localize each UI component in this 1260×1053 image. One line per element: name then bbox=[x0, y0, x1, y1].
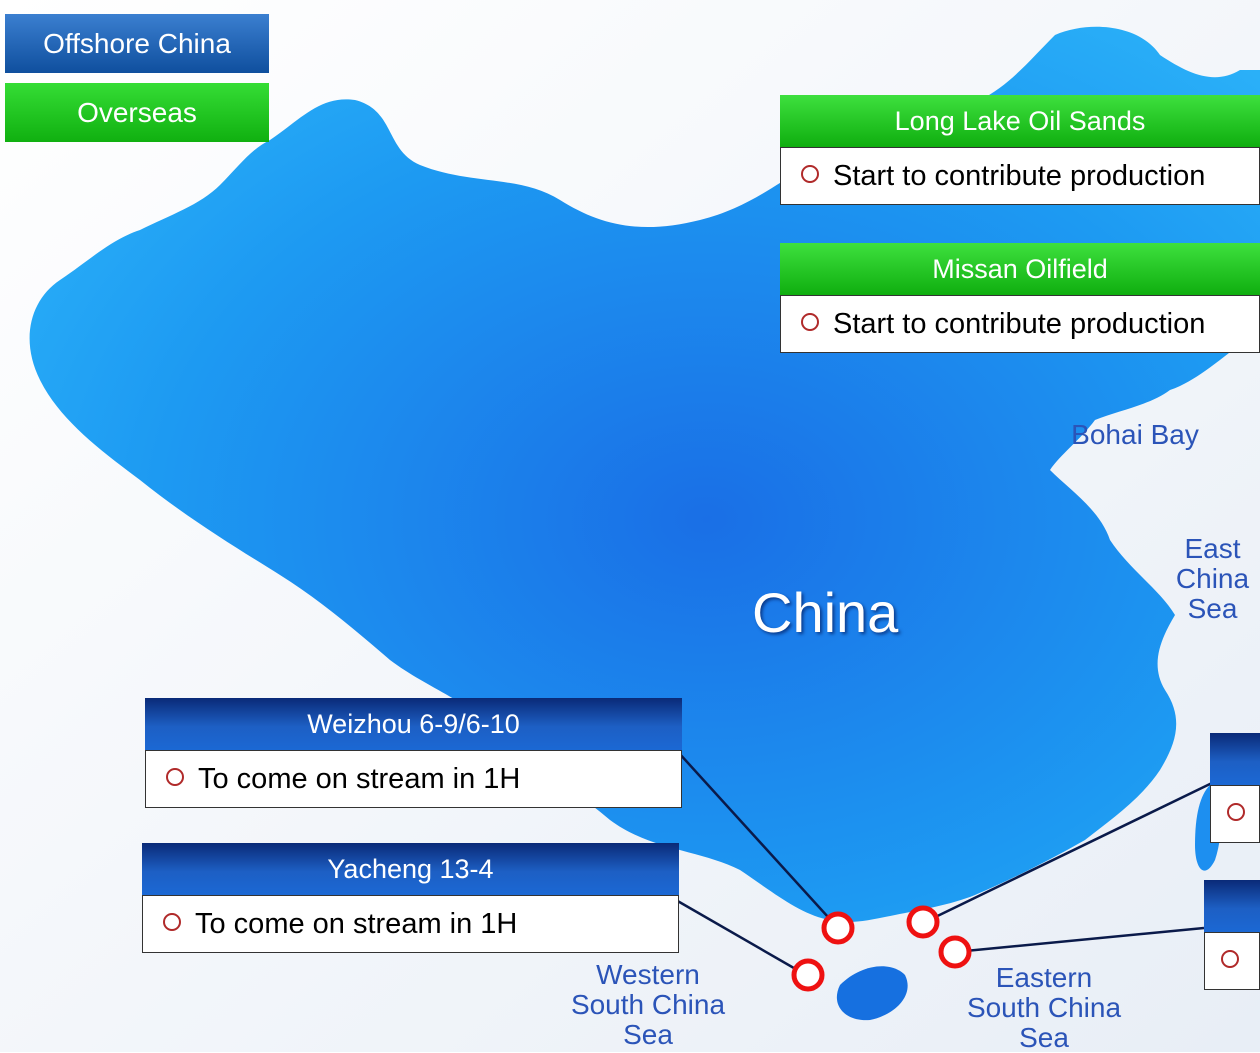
callout-note: To come on stream in 1H bbox=[142, 895, 679, 953]
legend-overseas: Overseas bbox=[5, 83, 269, 142]
callout-long-lake: Long Lake Oil Sands Start to contribute … bbox=[780, 95, 1260, 205]
callout-note: Start to contribute production bbox=[780, 295, 1260, 353]
field-marker-icon bbox=[938, 935, 972, 969]
callout-note: Start to contribute production bbox=[780, 147, 1260, 205]
field-marker-icon bbox=[791, 958, 825, 992]
callout-yacheng: Yacheng 13-4 To come on stream in 1H bbox=[142, 843, 679, 953]
circle-bullet-icon bbox=[1227, 803, 1245, 822]
circle-bullet-icon bbox=[1221, 950, 1239, 969]
circle-bullet-icon bbox=[166, 768, 184, 787]
callout-note: To come on stream in 1H bbox=[145, 750, 682, 808]
callout-title: Missan Oilfield bbox=[780, 243, 1260, 295]
circle-bullet-icon bbox=[801, 165, 819, 184]
connector-lines bbox=[661, 751, 1213, 977]
field-markers bbox=[791, 905, 972, 992]
hainan-island bbox=[836, 966, 908, 1021]
weizhou-connector bbox=[677, 751, 839, 929]
callout-partial-upper bbox=[1210, 733, 1260, 843]
legend-offshore-china: Offshore China bbox=[5, 14, 269, 73]
callout-title: Weizhou 6-9/6-10 bbox=[145, 698, 682, 750]
sea-label-bohai: Bohai Bay bbox=[1071, 419, 1199, 450]
country-label: China bbox=[752, 581, 899, 644]
callout-weizhou: Weizhou 6-9/6-10 To come on stream in 1H bbox=[145, 698, 682, 808]
field-marker-icon bbox=[906, 905, 940, 939]
upper-east-connector bbox=[922, 781, 1213, 925]
field-marker-icon bbox=[821, 911, 855, 945]
callout-title: Long Lake Oil Sands bbox=[780, 95, 1260, 147]
circle-bullet-icon bbox=[801, 313, 819, 332]
circle-bullet-icon bbox=[163, 913, 181, 932]
yacheng-connector bbox=[661, 890, 807, 977]
callout-missan: Missan Oilfield Start to contribute prod… bbox=[780, 243, 1260, 353]
lower-east-connector bbox=[954, 926, 1205, 954]
callout-partial-lower bbox=[1204, 880, 1260, 990]
callout-title: Yacheng 13-4 bbox=[142, 843, 679, 895]
